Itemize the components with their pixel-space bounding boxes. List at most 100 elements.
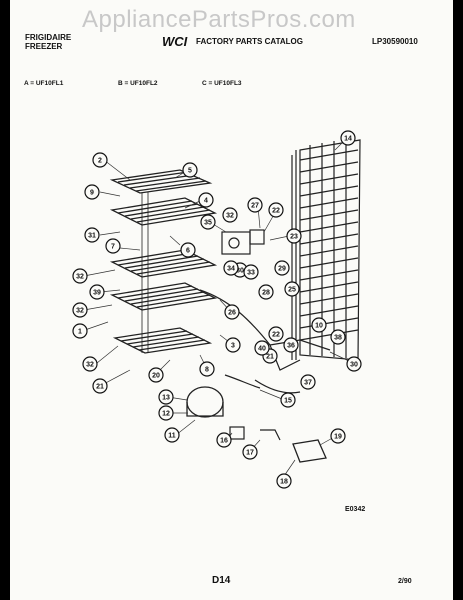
callout-26: 26 xyxy=(224,304,240,320)
callout-number: 17 xyxy=(246,450,254,457)
callout-21: 21 xyxy=(92,378,108,394)
callout-22: 22 xyxy=(268,326,284,342)
callout-number: 25 xyxy=(288,287,296,294)
callout-22: 22 xyxy=(268,202,284,218)
callout-number: 38 xyxy=(334,335,342,342)
callout-number: 15 xyxy=(284,398,292,405)
callout-32: 32 xyxy=(222,207,238,223)
callout-circle xyxy=(224,304,240,320)
callout-18: 18 xyxy=(276,473,292,489)
callout-number: 10 xyxy=(315,323,323,330)
callout-circle xyxy=(268,326,284,342)
callout-31: 31 xyxy=(84,227,100,243)
callout-16: 16 xyxy=(216,432,232,448)
callout-circle xyxy=(72,268,88,284)
callout-30: 30 xyxy=(346,356,362,372)
callout-number: 27 xyxy=(251,203,259,210)
callout-number: 19 xyxy=(334,434,342,441)
callout-circle xyxy=(158,389,174,405)
callout-3: 3 xyxy=(225,337,241,353)
callout-number: 29 xyxy=(278,266,286,273)
callout-32: 32 xyxy=(82,356,98,372)
callout-circle xyxy=(276,473,292,489)
callout-circle xyxy=(216,432,232,448)
callout-circle xyxy=(164,427,180,443)
figure-ref: E0342 xyxy=(345,506,366,513)
callout-5: 5 xyxy=(182,162,198,178)
callout-number: 22 xyxy=(272,332,280,339)
callout-circle xyxy=(258,284,274,300)
callout-number: 36 xyxy=(287,343,295,350)
callout-number: 7 xyxy=(111,244,115,251)
callout-circle xyxy=(198,192,214,208)
callout-32: 32 xyxy=(72,268,88,284)
callout-33: 33 xyxy=(243,264,259,280)
callout-14: 14 xyxy=(340,130,356,146)
callout-2: 2 xyxy=(92,152,108,168)
callout-circle xyxy=(222,207,238,223)
callout-4: 4 xyxy=(198,192,214,208)
callout-number: 4 xyxy=(204,198,208,205)
callout-number: 28 xyxy=(262,290,270,297)
compressor xyxy=(186,386,224,418)
callout-28: 28 xyxy=(258,284,274,300)
callout-circle xyxy=(346,356,362,372)
callout-9: 9 xyxy=(84,184,100,200)
shelf-top xyxy=(109,169,213,194)
callout-circle xyxy=(225,337,241,353)
callout-circle xyxy=(200,214,216,230)
callout-circle xyxy=(284,281,300,297)
callout-15: 15 xyxy=(280,392,296,408)
callout-circle xyxy=(247,197,263,213)
drain-pan xyxy=(292,439,327,463)
page-number: D14 xyxy=(212,575,231,586)
callout-number: 22 xyxy=(272,208,280,215)
product-type: FREEZER xyxy=(25,42,63,51)
watermark: AppliancePartsPros.com xyxy=(82,6,356,33)
callout-number: 30 xyxy=(236,268,244,275)
leader-lines xyxy=(81,139,354,480)
callout-32: 32 xyxy=(72,302,88,318)
callout-39: 39 xyxy=(89,284,105,300)
issue-date: 2/90 xyxy=(398,578,412,585)
callout-25: 25 xyxy=(284,281,300,297)
callout-number: 40 xyxy=(258,346,266,353)
callout-10: 10 xyxy=(311,317,327,333)
wci-logo: WCI xyxy=(162,34,188,49)
callout-circle xyxy=(311,317,327,333)
callout-29: 29 xyxy=(274,260,290,276)
parts-sheet xyxy=(10,0,453,600)
callout-number: 37 xyxy=(304,380,312,387)
callout-6: 6 xyxy=(180,242,196,258)
callout-circle xyxy=(158,405,174,421)
doc-number: LP30590010 xyxy=(372,37,418,46)
model-a: A = UF10FL1 xyxy=(24,80,64,87)
callout-number: 31 xyxy=(88,233,96,240)
callout-27: 27 xyxy=(247,197,263,213)
callout-circle xyxy=(300,374,316,390)
callout-7: 7 xyxy=(105,238,121,254)
callout-number: 1 xyxy=(78,329,82,336)
relay xyxy=(229,426,281,441)
callout-circle xyxy=(92,378,108,394)
callout-20: 20 xyxy=(148,367,164,383)
callout-8: 8 xyxy=(199,361,215,377)
callout-circle xyxy=(199,361,215,377)
callout-circle xyxy=(180,242,196,258)
model-b: B = UF10FL2 xyxy=(118,80,158,87)
callout-number: 21 xyxy=(266,354,274,361)
callout-number: 11 xyxy=(168,433,176,440)
callout-11: 11 xyxy=(164,427,180,443)
callout-number: 5 xyxy=(188,168,192,175)
callout-number: 23 xyxy=(290,234,298,241)
callout-circle xyxy=(340,130,356,146)
callout-circle xyxy=(182,162,198,178)
callout-23: 23 xyxy=(286,228,302,244)
callout-37: 37 xyxy=(300,374,316,390)
callout-number: 35 xyxy=(204,220,212,227)
callout-number: 33 xyxy=(247,270,255,277)
callout-circle xyxy=(84,184,100,200)
callout-number: 16 xyxy=(220,438,228,445)
callout-number: 21 xyxy=(96,384,104,391)
